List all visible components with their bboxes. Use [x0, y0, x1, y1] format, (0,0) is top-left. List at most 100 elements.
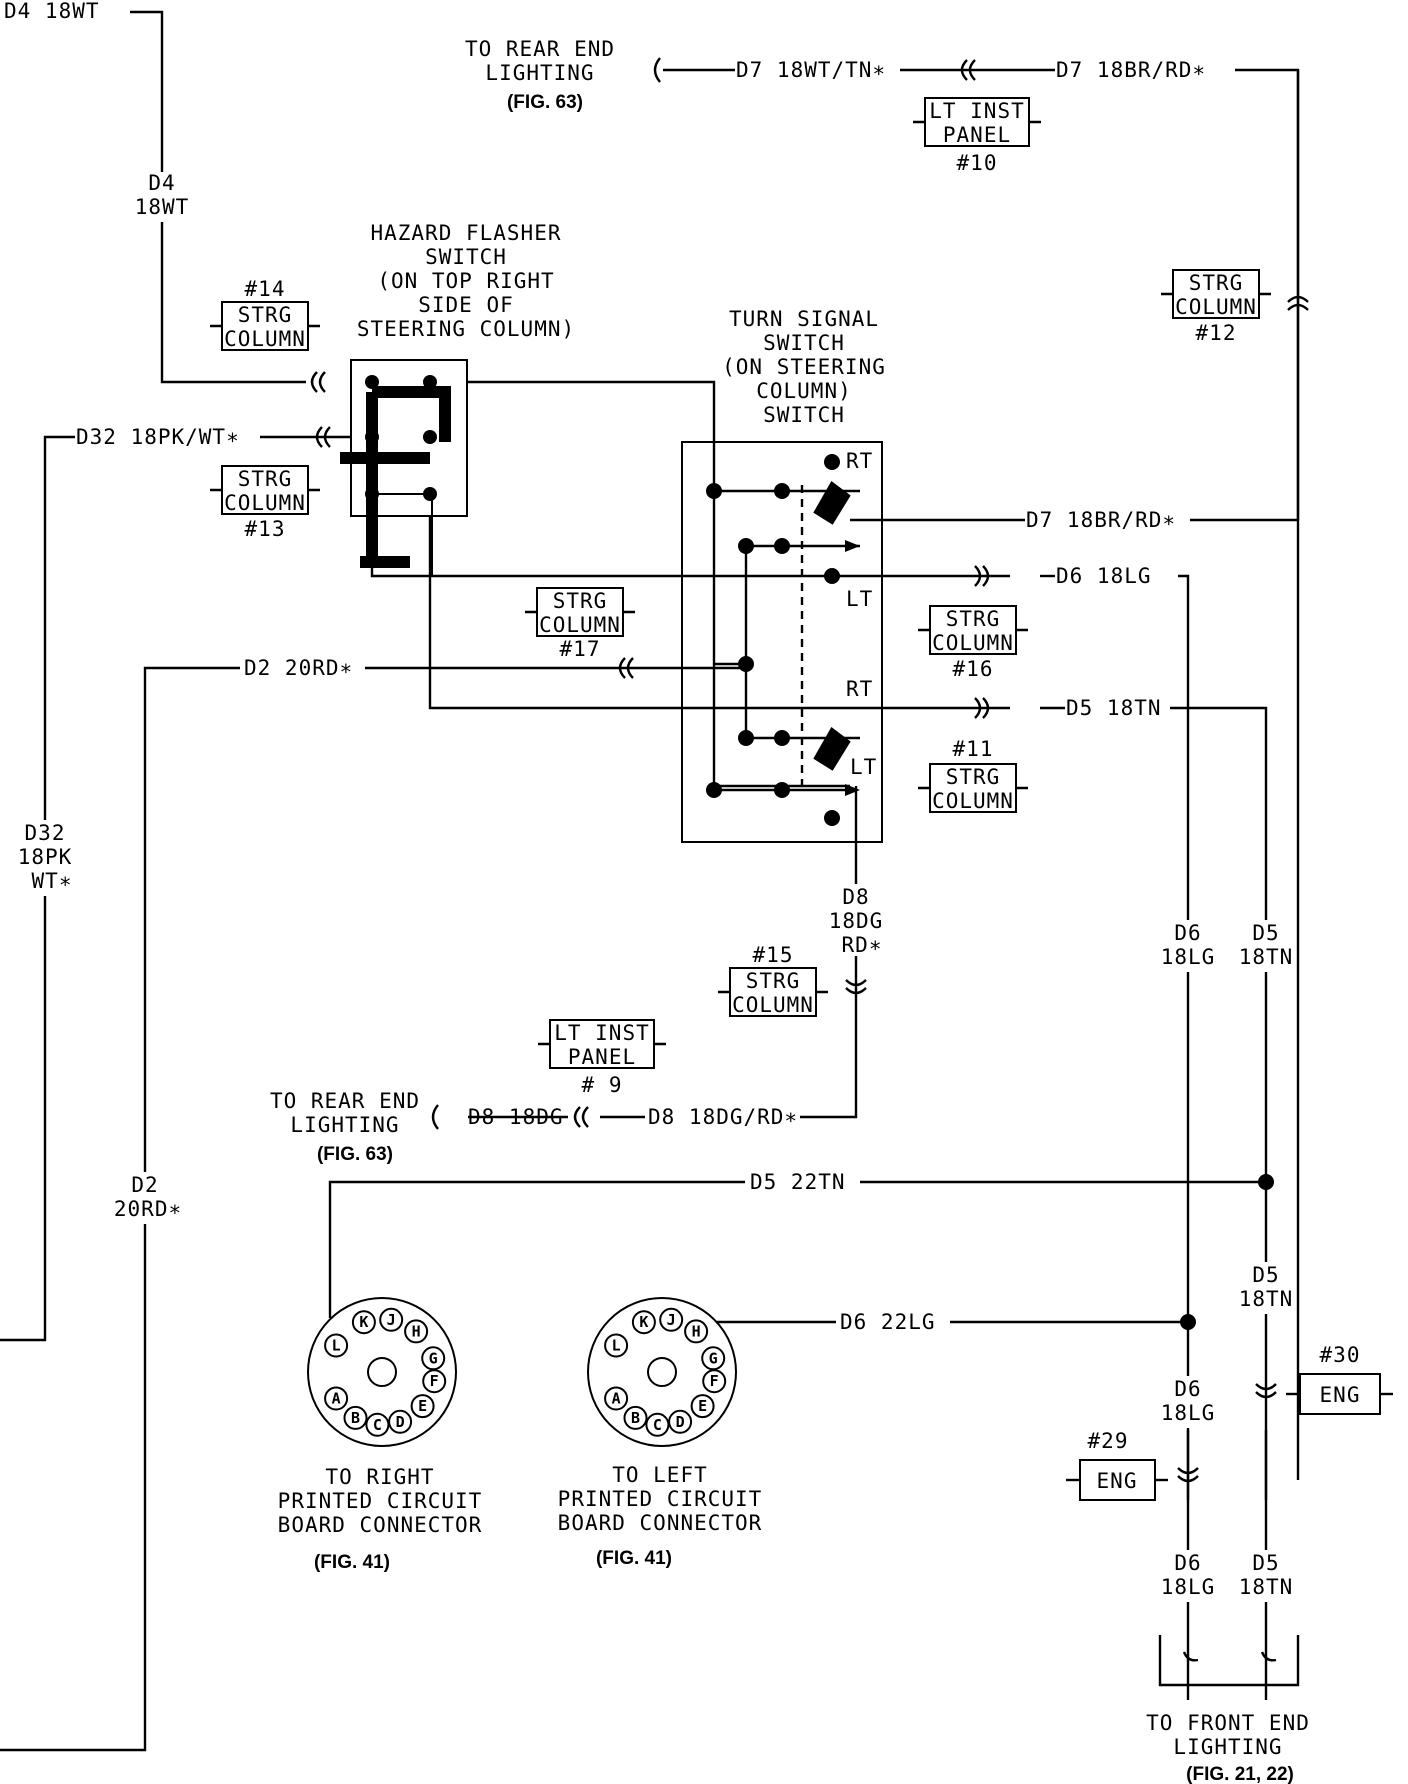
wire-d5: D5 18TN [1066, 696, 1162, 720]
svg-text:BOARD CONNECTOR: BOARD CONNECTOR [558, 1511, 763, 1535]
connector-pin [379, 1307, 404, 1332]
connector-pin-label: C [373, 1416, 382, 1434]
connector-pin-label: E [418, 1397, 427, 1415]
strg-column-15: STRG COLUMN #15 [718, 943, 828, 1017]
svg-text:LIGHTING: LIGHTING [485, 61, 594, 85]
strg-column-12: STRG COLUMN #12 [1161, 269, 1271, 345]
svg-text:D5: D5 [1252, 1551, 1279, 1575]
connector-pin-label: K [639, 1313, 648, 1331]
svg-text:18TN: 18TN [1239, 945, 1294, 969]
hazard-line5: STEERING COLUMN) [357, 317, 575, 341]
svg-text:#11: #11 [953, 737, 994, 761]
hazard-line1: HAZARD FLASHER [370, 221, 561, 245]
svg-text:18LG: 18LG [1161, 1401, 1216, 1425]
svg-text:TO LEFT: TO LEFT [612, 1463, 708, 1487]
svg-text:PRINTED CIRCUIT: PRINTED CIRCUIT [278, 1489, 483, 1513]
wire-d4-top: D4 18WT [4, 0, 100, 23]
svg-text:20RD∗: 20RD∗ [114, 1197, 182, 1221]
hazard-line4: SIDE OF [418, 293, 514, 317]
dest-front: TO FRONT END LIGHTING (FIG. 21, 22) [1146, 1711, 1310, 1784]
svg-text:(FIG. 41): (FIG. 41) [596, 1548, 672, 1569]
svg-text:18DG: 18DG [829, 909, 884, 933]
turn-lt-top: LT [846, 587, 873, 611]
svg-text:(FIG. 63): (FIG. 63) [507, 92, 583, 113]
turn-line2: SWITCH [763, 331, 845, 355]
svg-text:BOARD CONNECTOR: BOARD CONNECTOR [278, 1513, 483, 1537]
connector-pin [604, 1386, 629, 1411]
svg-text:TO RIGHT: TO RIGHT [325, 1465, 434, 1489]
connector-pin-label: B [631, 1409, 640, 1427]
hazard-label: HAZARD FLASHER SWITCH (ON TOP RIGHT SIDE… [357, 221, 575, 341]
connector-pin [659, 1307, 684, 1332]
svg-text:STRG: STRG [1189, 271, 1244, 295]
svg-text:WT∗: WT∗ [32, 869, 73, 893]
svg-text:#16: #16 [953, 657, 994, 681]
connector-pin-label: F [710, 1372, 719, 1390]
turn-signal-switch: RT LT RT LT [681, 441, 883, 843]
connector-pin-label: K [359, 1313, 368, 1331]
lt-inst-panel-10: LT INST PANEL #10 [913, 97, 1041, 175]
svg-text:LIGHTING: LIGHTING [1173, 1735, 1282, 1759]
connector-pin [690, 1394, 715, 1419]
connector-pin-label: J [387, 1311, 396, 1329]
svg-text:#15: #15 [753, 943, 794, 967]
wire-d7-mid: D7 18BR/RD∗ [1026, 508, 1176, 532]
wire-d7-left: D7 18WT/TN∗ [736, 58, 886, 82]
connector-pin-label: J [667, 1311, 676, 1329]
connector-pin-label: B [351, 1409, 360, 1427]
connector-pin-label: L [612, 1337, 621, 1355]
strg-column-14: STRG COLUMN #14 [210, 277, 320, 351]
svg-text:TO REAR END: TO REAR END [270, 1089, 420, 1113]
strg-column-11: STRG COLUMN #11 [918, 737, 1028, 813]
connector-pin [343, 1405, 368, 1430]
connector-pin-label: F [430, 1372, 439, 1390]
connector-pin-label: D [396, 1413, 405, 1431]
connector-pin [645, 1412, 670, 1437]
svg-text:COLUMN: COLUMN [732, 993, 814, 1017]
svg-text:(FIG. 63): (FIG. 63) [317, 1144, 393, 1165]
svg-text:LT INST: LT INST [554, 1021, 650, 1045]
strg-column-17: STRG COLUMN #17 [525, 587, 635, 661]
turn-line3: (ON STEERING [722, 355, 886, 379]
svg-text:LIGHTING: LIGHTING [290, 1113, 399, 1137]
svg-text:D6: D6 [1174, 1377, 1201, 1401]
dest-rear-bottom: TO REAR END LIGHTING (FIG. 63) [270, 1089, 420, 1165]
connector-pin-label: H [692, 1322, 701, 1340]
connector-pin [324, 1333, 349, 1358]
connector-pin [623, 1405, 648, 1430]
svg-text:ENG: ENG [1320, 1383, 1361, 1407]
wire-lines [0, 10, 1393, 1752]
svg-text:STRG: STRG [553, 589, 608, 613]
turn-lt-bottom: LT [850, 755, 877, 779]
eng-connector-30: ENG #30 [1299, 1343, 1381, 1415]
strg-column-16: STRG COLUMN #16 [918, 605, 1028, 681]
svg-text:18TN: 18TN [1239, 1287, 1294, 1311]
svg-text:D5: D5 [1252, 921, 1279, 945]
turn-rt-top: RT [846, 449, 873, 473]
wire-d2: D2 20RD∗ [244, 656, 353, 680]
svg-text:COLUMN: COLUMN [539, 613, 621, 637]
turn-line5: SWITCH [763, 403, 845, 427]
connector-pin [668, 1409, 693, 1434]
lt-inst-panel-9: LT INST PANEL # 9 [538, 1019, 666, 1097]
svg-text:#14: #14 [245, 277, 286, 301]
svg-text:PRINTED CIRCUIT: PRINTED CIRCUIT [558, 1487, 763, 1511]
svg-text:#13: #13 [245, 517, 286, 541]
svg-text:COLUMN: COLUMN [932, 789, 1014, 813]
svg-text:# 9: # 9 [582, 1073, 623, 1097]
svg-text:LT INST: LT INST [929, 99, 1025, 123]
connector-pin [388, 1409, 413, 1434]
dest-rear-top: TO REAR END LIGHTING (FIG. 63) [465, 37, 614, 113]
svg-text:TO FRONT END: TO FRONT END [1146, 1711, 1310, 1735]
connector-pin [701, 1346, 726, 1371]
svg-text:18LG: 18LG [1161, 945, 1216, 969]
connector-pin-label: C [653, 1416, 662, 1434]
connector-pin [604, 1333, 629, 1358]
wire-d32: D32 18PK/WT∗ [76, 425, 240, 449]
wire-d8-right: D8 18DG/RD∗ [648, 1105, 798, 1129]
wire-d6: D6 18LG [1056, 564, 1152, 588]
svg-text:D6: D6 [1174, 1551, 1201, 1575]
connector-pin [324, 1386, 349, 1411]
connector-pin [410, 1394, 435, 1419]
svg-text:ENG: ENG [1097, 1469, 1138, 1493]
